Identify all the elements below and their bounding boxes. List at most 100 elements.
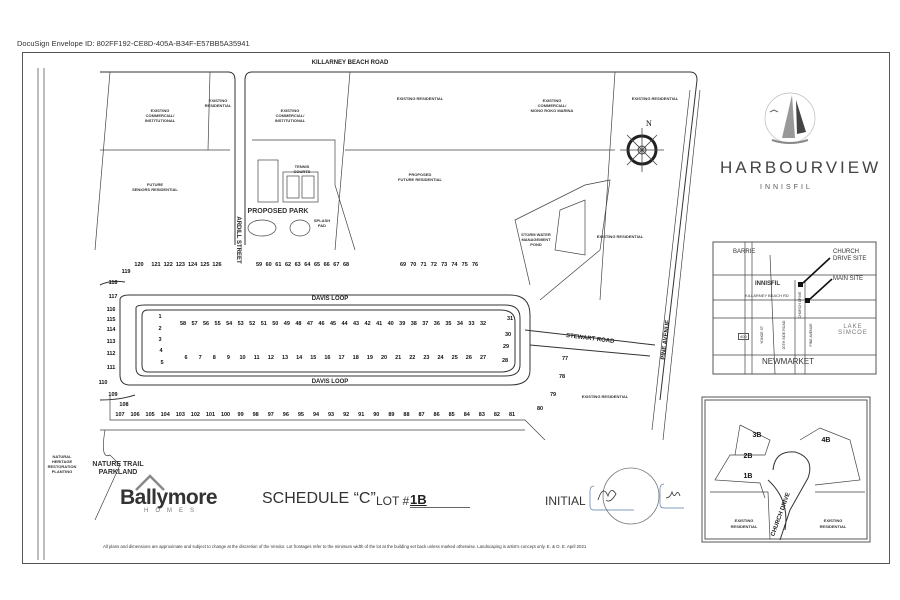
lot-number: 94 (313, 412, 320, 418)
lot-number: 15 (310, 355, 316, 361)
lot-number: 18 (353, 355, 359, 361)
road-davis-loop-south: DAVIS LOOP (312, 379, 349, 385)
initial-label: INITIAL (545, 494, 586, 508)
lot-number: 42 (365, 321, 371, 327)
lot-number: 71 (421, 262, 427, 268)
lot-number: 34 (457, 321, 464, 327)
schedule-title: SCHEDULE “C” (262, 490, 376, 507)
lot-number: 48 (295, 321, 301, 327)
map-barrie: BARRIE (733, 249, 756, 255)
lot-number: 93 (328, 412, 334, 418)
lot-number: 92 (343, 412, 349, 418)
harbourview-title: HARBOURVIEW (720, 158, 882, 177)
compass-north-label: N (646, 119, 652, 128)
area-label-a11: EXISTING RESIDENTIAL (582, 394, 629, 399)
area-labels: EXISTINGCOMMERCIAL/INSTITUTIONALEXISTING… (48, 96, 679, 476)
lot-number: 11 (254, 355, 260, 361)
lot-number: 122 (164, 262, 173, 268)
lot-number: 23 (423, 355, 429, 361)
docusign-initial-box-1[interactable] (589, 485, 634, 511)
lot-number: 9 (227, 355, 230, 361)
lot-number: 47 (307, 321, 313, 327)
area-label-a7: SENIORS RESIDENTIAL (132, 187, 178, 192)
lot-number: 100 (221, 412, 230, 418)
lot-number: 58 (180, 321, 186, 327)
lot-number: 60 (266, 262, 272, 268)
lot-number: 119 (122, 269, 131, 275)
docusign-initial-box-2[interactable] (659, 483, 684, 509)
area-label-a1: EXISTING (151, 108, 170, 113)
ballymore-logo: Ballymore (120, 486, 218, 509)
disclaimer: All plans and dimensions are approximate… (103, 544, 587, 549)
lot-number: 39 (399, 321, 405, 327)
area-label-a9: MANAGEMENT (521, 237, 551, 242)
sailboat-logo-icon (764, 92, 816, 144)
lot-number: 77 (562, 356, 568, 362)
lot-number: 44 (341, 321, 348, 327)
lot-number: 63 (295, 262, 301, 268)
lot-number: 96 (283, 412, 289, 418)
lot-number: 90 (373, 412, 379, 418)
lot-number: 56 (203, 321, 209, 327)
lot-number: 97 (268, 412, 274, 418)
lot-number: 124 (188, 262, 198, 268)
lot-number: 20 (381, 355, 387, 361)
lot-number: 50 (272, 321, 278, 327)
area-label-splash: PAD (318, 223, 326, 228)
lot-number: 79 (550, 392, 556, 398)
compass-rose-icon: N (620, 119, 664, 172)
lot-number: 43 (353, 321, 359, 327)
key-map (712, 241, 877, 375)
lot-number: 109 (108, 392, 117, 398)
lot-number: 28 (502, 358, 508, 364)
map-innisfil: INNISFIL (755, 281, 780, 287)
lot-number: 66 (324, 262, 330, 268)
lot-number: 40 (388, 321, 394, 327)
lot-number: 13 (282, 355, 288, 361)
lot-number: 95 (298, 412, 304, 418)
lot-number: 14 (296, 355, 303, 361)
map-yonge-st: YONGE ST (760, 325, 764, 345)
lot-number: 19 (367, 355, 373, 361)
lot-number: 57 (191, 321, 197, 327)
initial-signature-1 (597, 490, 617, 502)
lot-number: 46 (318, 321, 324, 327)
map-lake-simcoe: LAKE SIMCOE (838, 324, 868, 336)
area-label-a3: EXISTING (281, 108, 300, 113)
lot-number: 30 (505, 332, 511, 338)
initial-circle (602, 467, 660, 525)
lot-number: 7 (199, 355, 202, 361)
lot-number: 91 (358, 412, 364, 418)
lot-number: 1 (158, 314, 161, 320)
lot-number: 111 (107, 365, 116, 371)
lot-number: 107 (115, 412, 124, 418)
lot-number: 81 (509, 412, 515, 418)
lot-number: 114 (107, 327, 117, 333)
lot-number: 62 (285, 262, 291, 268)
lot-number-field[interactable]: 1B (410, 492, 470, 508)
lot-number: 21 (395, 355, 401, 361)
inset-existing-residential: RESIDENTIAL (820, 524, 847, 529)
lot-number: 25 (452, 355, 458, 361)
area-label-a2: RESIDENTIAL (205, 103, 232, 108)
road-lines (37, 68, 701, 560)
area-label-park: PROPOSED PARK (248, 208, 309, 215)
lot-number: 33 (468, 321, 474, 327)
inset-lot-number: 2B (744, 453, 753, 460)
area-label-a8: FUTURE RESIDENTIAL (398, 177, 443, 182)
lot-number: 88 (403, 412, 409, 418)
lot-number: 72 (431, 262, 437, 268)
lot-number: 64 (304, 262, 311, 268)
lot-number: 37 (422, 321, 428, 327)
lot-number: 125 (200, 262, 209, 268)
lot-number: 83 (479, 412, 485, 418)
lot-number: 45 (330, 321, 336, 327)
lot-number: 74 (451, 262, 458, 268)
area-label-a7: FUTURE (147, 182, 164, 187)
lot-number: 29 (503, 344, 509, 350)
lot-number: 76 (472, 262, 478, 268)
lot-number: 17 (339, 355, 345, 361)
inset-lot-number: 4B (822, 437, 831, 444)
lot-number: 22 (409, 355, 415, 361)
